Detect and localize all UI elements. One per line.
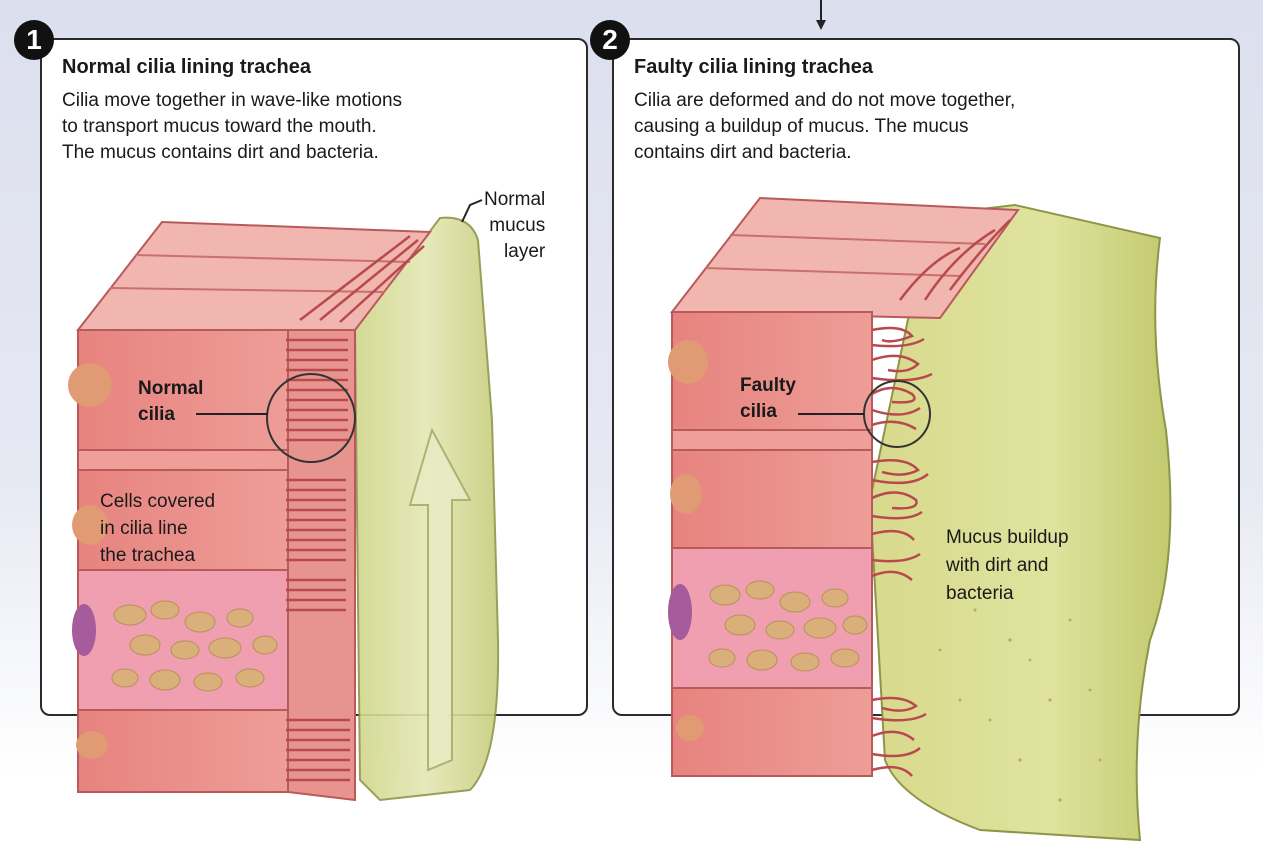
panel-1-title: Normal cilia lining trachea [62,56,311,79]
panel-1-description: Cilia move together in wave-like motions… [62,88,402,166]
label-cells-covered: Cells covered in cilia line the trachea [100,488,215,569]
panel-2-description: Cilia are deformed and do not move toget… [634,88,1015,166]
panel-2-title: Faulty cilia lining trachea [634,56,873,79]
top-arrow [816,0,826,30]
label-normal-cilia: Normal cilia [138,376,203,428]
step-2-badge: 2 [590,20,630,60]
faulty-trachea-section [668,198,1170,840]
label-normal-mucus-layer: Normal mucus layer [484,187,545,265]
step-1-badge: 1 [14,20,54,60]
label-mucus-buildup: Mucus buildup with dirt and bacteria [946,524,1069,608]
label-faulty-cilia: Faulty cilia [740,373,796,425]
